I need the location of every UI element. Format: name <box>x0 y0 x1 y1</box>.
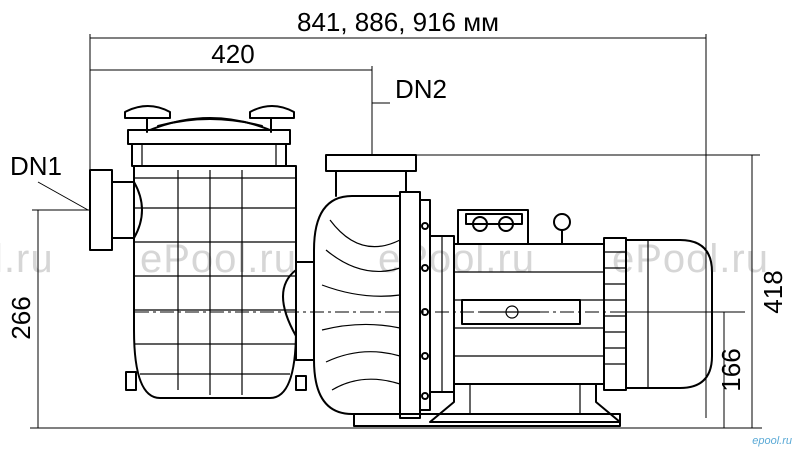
watermark-4: ePool.ru <box>612 237 769 281</box>
watermark-2: ePool.ru <box>140 237 297 281</box>
site-watermark: epool.ru <box>752 435 792 447</box>
shaft-height-label: 166 <box>716 348 746 391</box>
watermark-1: l.ru <box>0 237 54 281</box>
volute <box>313 154 431 419</box>
total-length-label: 841, 886, 916 мм <box>297 7 499 37</box>
pump-base <box>353 383 621 427</box>
outlet-dn2-label: DN2 <box>395 74 447 104</box>
total-height-label: 418 <box>758 270 788 313</box>
inlet-to-outlet-label: 420 <box>211 39 254 69</box>
inlet-dn1-label: DN1 <box>10 151 62 181</box>
strainer-housing <box>89 105 315 399</box>
inlet-height-label: 266 <box>6 296 36 339</box>
